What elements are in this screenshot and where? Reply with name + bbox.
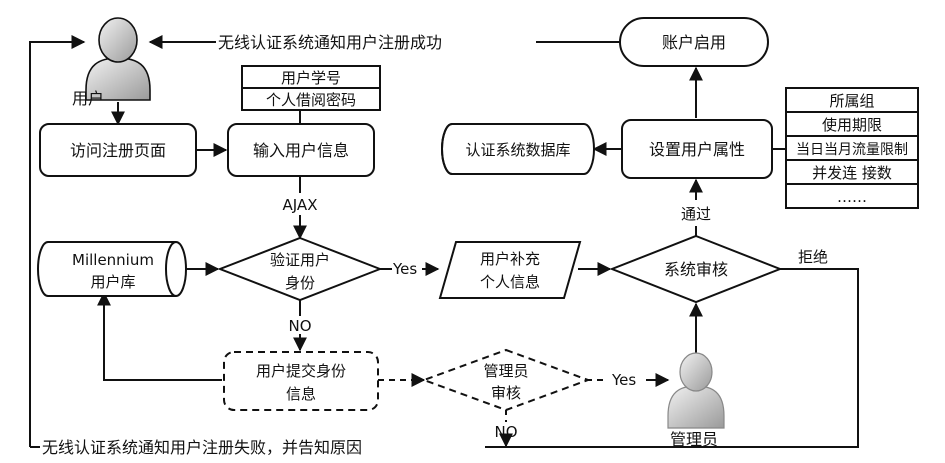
fail-message: 无线认证系统通知用户注册失败，并告知原因	[42, 438, 362, 457]
system-review-text: 系统审核	[664, 260, 728, 279]
pass-label: 通过	[681, 205, 711, 223]
millennium-db-cylinder	[37, 241, 187, 297]
input-field-password: 个人借阅密码	[266, 91, 356, 109]
auth-db-text: 认证系统数据库	[465, 141, 570, 159]
verify-line2: 身份	[285, 274, 315, 292]
user-person-icon	[85, 17, 151, 101]
user-label: 用户	[72, 89, 104, 108]
attr-more: ……	[837, 188, 867, 206]
verify-line1: 验证用户	[270, 251, 330, 269]
admin-review-line1: 管理员	[483, 362, 528, 380]
attr-group: 所属组	[829, 92, 874, 110]
millennium-line2: 用户库	[90, 273, 135, 291]
supplement-info-parallelogram	[438, 241, 582, 299]
supplement-line2: 个人信息	[480, 273, 540, 291]
edge-reject-to-fail	[485, 268, 859, 448]
admin-yes-label: Yes	[611, 371, 636, 389]
success-message: 无线认证系统通知用户注册成功	[218, 33, 442, 52]
edge-fail-to-user	[29, 35, 86, 447]
admin-label: 管理员	[670, 430, 718, 449]
supplement-line1: 用户补充	[480, 250, 540, 268]
visit-page-box	[39, 123, 197, 177]
attr-period: 使用期限	[822, 116, 882, 134]
admin-person-icon	[667, 352, 725, 429]
admin-review-diamond	[421, 348, 591, 412]
submit-identity-line2: 信息	[286, 385, 316, 403]
account-enable-box	[619, 17, 769, 67]
input-info-box	[227, 123, 375, 177]
visit-page-text: 访问注册页面	[70, 141, 166, 160]
reject-label: 拒绝	[798, 248, 828, 266]
attr-concurrency: 并发连 接数	[812, 164, 892, 182]
submit-identity-line1: 用户提交身份	[256, 362, 346, 380]
verify-no-label: NO	[288, 317, 311, 335]
attribute-fields-table	[785, 87, 919, 209]
verify-yes-label: Yes	[392, 260, 417, 278]
submit-identity-box	[223, 351, 379, 411]
verify-identity-diamond	[217, 236, 383, 302]
input-field-student-id: 用户学号	[281, 69, 341, 87]
set-attributes-text: 设置用户属性	[649, 140, 745, 159]
ajax-label: AJAX	[283, 196, 318, 214]
millennium-line1: Millennium	[72, 251, 154, 269]
input-fields-table	[241, 65, 381, 111]
input-info-text: 输入用户信息	[253, 141, 349, 160]
account-enable-text: 账户启用	[662, 33, 726, 52]
system-review-diamond	[609, 234, 783, 304]
attr-traffic-limit: 当日当月流量限制	[796, 142, 908, 158]
edge-submit-to-millennium	[97, 291, 222, 381]
auth-db-cylinder	[441, 123, 595, 175]
set-attributes-box	[621, 119, 773, 179]
admin-no-label: NO	[494, 423, 517, 441]
admin-review-line2: 审核	[491, 384, 521, 402]
